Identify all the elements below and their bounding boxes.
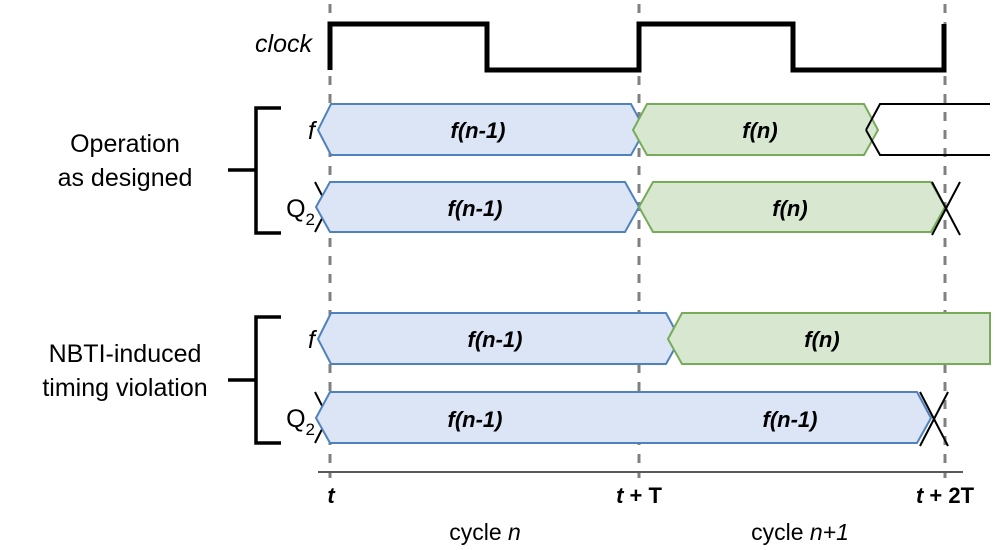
bus-top-f-label-2: f(n) (742, 118, 777, 143)
bus-bot-f-label-2: f(n) (804, 327, 839, 352)
bus-bot-f-segment-2 (666, 312, 991, 365)
group-label-nbti-line1: NBTI-induced (49, 340, 202, 368)
bus-top-f-segment-2 (631, 103, 880, 156)
bus-bot-q-right-cross-b (919, 391, 949, 447)
bus-top-q-label-2: f(n) (772, 196, 807, 221)
bus-bot-q-label-1: f(n-1) (448, 407, 503, 432)
bus-top-f-segment-3-lower (865, 129, 990, 156)
group-bracket-nbti (254, 315, 281, 445)
bus-bot-f-label-1: f(n-1) (468, 327, 523, 352)
cycle-label-n: cycle n (449, 519, 521, 545)
signal-label-q2-nbti: Q2 (286, 405, 315, 439)
axis-marker-t-plus-T: t + T (616, 483, 662, 508)
bus-top-f-label-1: f(n-1) (451, 118, 506, 143)
group-label-nbti-line2: timing violation (42, 374, 207, 402)
group-label-designed-line1: Operation (70, 130, 180, 158)
time-marker-lines (328, 4, 947, 478)
signal-label-f-nbti: f (308, 326, 318, 354)
bus-top-q-label-1: f(n-1) (448, 196, 503, 221)
bus-top-f-segment-3-upper (865, 103, 990, 131)
clock-label: clock (255, 30, 313, 58)
group-bracket-designed (254, 106, 281, 235)
group-label-designed-line2: as designed (58, 164, 193, 192)
cycle-label-n-plus-1: cycle n+1 (751, 519, 849, 545)
signal-label-q2-designed: Q2 (286, 195, 315, 229)
bus-bot-q-segment-1 (314, 391, 933, 444)
group-nbti-timing-violation: NBTI-induced timing violation f f(n-1) f… (42, 312, 991, 447)
group-operation-as-designed: Operation as designed f f(n-1) f(n) Q2 f… (58, 103, 990, 236)
signal-label-f-designed: f (308, 117, 318, 145)
axis-marker-t: t (327, 483, 336, 508)
bus-bot-q-label-2: f(n-1) (763, 407, 818, 432)
clock-waveform (327, 21, 947, 73)
axis-marker-t-plus-2T: t + 2T (916, 483, 975, 508)
bus-top-q-right-cross-b (931, 181, 961, 236)
